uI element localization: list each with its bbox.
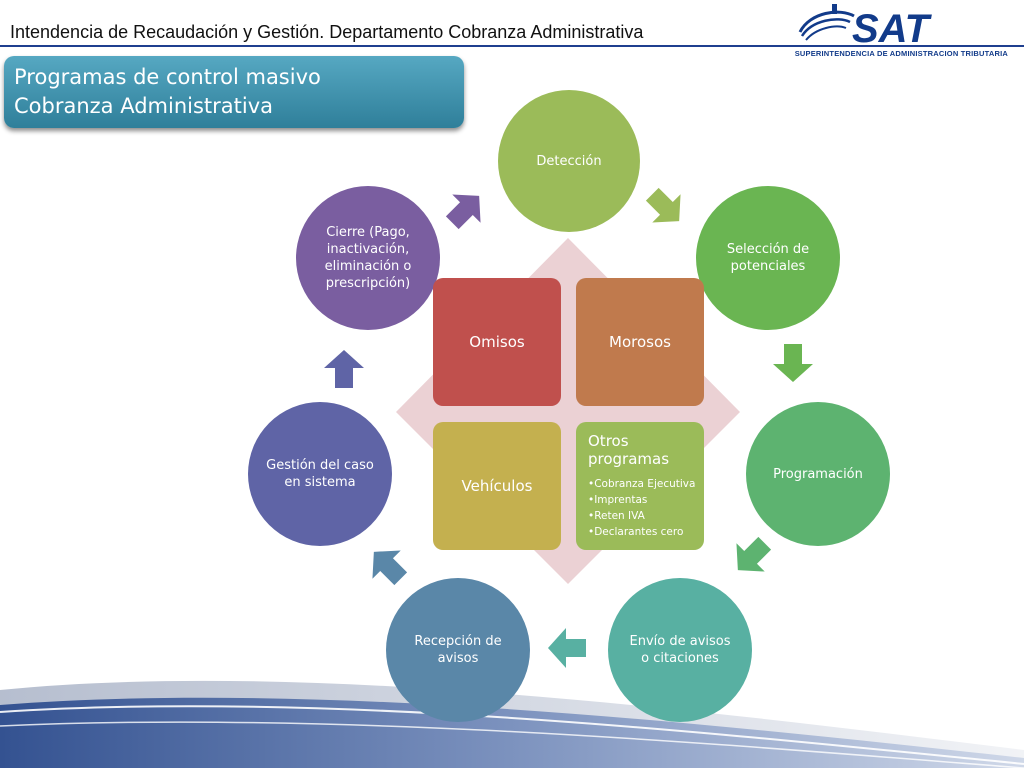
logo-swirl-icon [798,4,855,41]
cycle-label-seleccion: Selección de potenciales [726,242,810,274]
tile-morosos: Morosos [576,278,704,406]
cycle-arrow-2-icon [773,344,813,382]
cycle-circle-programacion: Programación [746,402,890,546]
tile-morosos-label: Morosos [609,333,671,351]
cycle-arrow-4-icon [548,628,586,668]
cycle-arrow-3-icon [736,536,772,572]
list-item: •Cobranza Ejecutiva [588,478,696,490]
otros-programas-list: •Cobranza Ejecutiva •Imprentas •Reten IV… [588,476,696,540]
cycle-circle-envio: Envío de avisos o citaciones [608,578,752,722]
tile-otros-title: Otros programas [588,432,670,468]
decorative-swoosh [0,680,1024,768]
header-divider [0,45,1024,47]
cycle-arrow-7-icon [445,194,481,230]
cycle-circle-gestion: Gestión del caso en sistema [248,402,392,546]
slide-subtitle: Cobranza Administrativa [14,94,274,118]
cycle-arrows [324,187,813,668]
cycle-circle-deteccion: Detección [498,90,640,232]
cycle-label-gestion: Gestión del caso en sistema [266,458,374,490]
logo-text: SAT [852,7,933,51]
cycle-arrow-6-icon [324,350,364,388]
list-item: •Declarantes cero [588,526,684,538]
cycle-label-cierre: Cierre (Pago, inactivación, eliminación … [324,225,412,291]
slide-header: Intendencia de Recaudación y Gestión. De… [0,0,1024,58]
cycle-circle-seleccion: Selección de potenciales [696,186,840,330]
cycle-label-envio: Envío de avisos o citaciones [629,634,731,666]
cycle-circle-recepcion: Recepción de avisos [386,578,530,722]
slide-title: Programas de control masivo [14,65,321,89]
tile-otros-programas: Otros programas •Cobranza Ejecutiva •Imp… [576,422,704,550]
cycle-circle-cierre: Cierre (Pago, inactivación, eliminación … [296,186,440,330]
list-item: •Imprentas [588,494,648,506]
cycle-arrow-1-icon [645,187,681,223]
cycle-label-recepcion: Recepción de avisos [414,634,502,666]
tile-omisos-label: Omisos [469,333,525,351]
logo-subtitle: SUPERINTENDENCIA DE ADMINISTRACION TRIBU… [794,49,1008,58]
tile-vehiculos: Vehículos [433,422,561,550]
cycle-arrow-5-icon [372,550,408,586]
tile-omisos: Omisos [433,278,561,406]
cycle-label-programacion: Programación [773,466,863,482]
tile-vehiculos-label: Vehículos [461,477,533,495]
list-item: •Reten IVA [588,510,645,522]
cycle-label-deteccion: Detección [536,153,602,169]
header-title: Intendencia de Recaudación y Gestión. De… [10,22,644,42]
slide-title-box: Programas de control masivo Cobranza Adm… [4,56,464,128]
sat-logo: SAT [798,4,933,51]
